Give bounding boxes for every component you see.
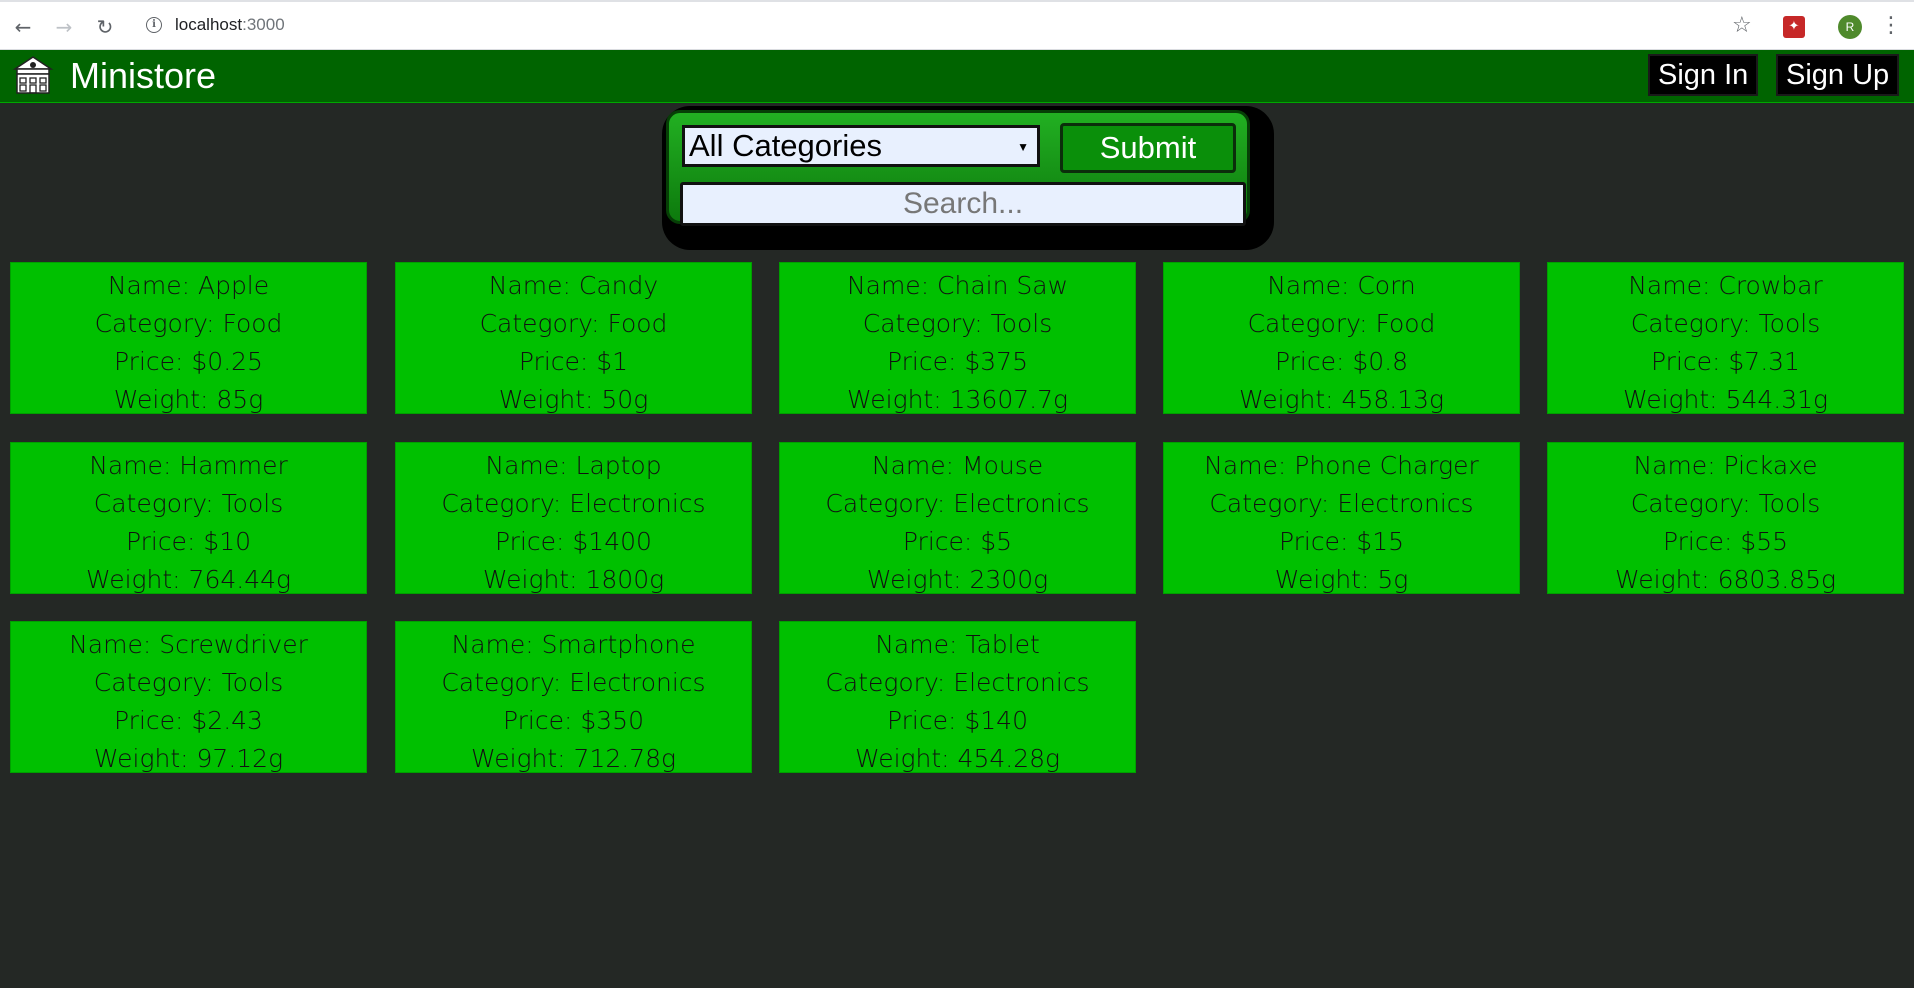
product-weight: Weight: 97.12g: [93, 744, 284, 773]
product-card[interactable]: Name: Tablet Category: Electronics Price…: [779, 621, 1136, 773]
product-price: Price: $2.43: [114, 706, 263, 735]
product-price: Price: $0.8: [1274, 347, 1409, 376]
product-card[interactable]: Name: Apple Category: Food Price: $0.25 …: [10, 262, 367, 414]
product-weight: Weight: 6803.85g: [1615, 565, 1836, 594]
product-price: Price: $0.25: [114, 347, 263, 376]
product-category: Category: Electronics: [441, 489, 706, 518]
product-card[interactable]: Name: Crowbar Category: Tools Price: $7.…: [1547, 262, 1904, 414]
product-name: Name: Phone Charger: [1204, 451, 1479, 480]
product-category: Category: Tools: [93, 489, 284, 518]
address-bar[interactable]: localhost:3000: [175, 15, 285, 35]
product-name: Name: Apple: [107, 271, 270, 300]
product-price: Price: $55: [1662, 527, 1789, 556]
product-weight: Weight: 85g: [113, 385, 264, 414]
product-weight: Weight: 2300g: [866, 565, 1049, 594]
product-category: Category: Electronics: [1209, 489, 1474, 518]
product-name: Name: Chain Saw: [846, 271, 1069, 300]
product-weight: Weight: 454.28g: [854, 744, 1061, 773]
filter-form: All Categories ▼ Submit: [666, 110, 1250, 226]
product-card[interactable]: Name: Candy Category: Food Price: $1 Wei…: [395, 262, 752, 414]
product-category: Category: Tools: [862, 309, 1053, 338]
product-card[interactable]: Name: Hammer Category: Tools Price: $10 …: [10, 442, 367, 594]
sign-in-button[interactable]: Sign In: [1648, 54, 1759, 96]
bookmark-star-icon[interactable]: ☆: [1732, 13, 1752, 38]
product-weight: Weight: 13607.7g: [847, 385, 1068, 414]
product-weight: Weight: 544.31g: [1622, 385, 1829, 414]
product-category: Category: Tools: [93, 668, 284, 697]
app-header: Ministore Sign In Sign Up: [0, 50, 1914, 103]
product-card[interactable]: Name: Corn Category: Food Price: $0.8 We…: [1163, 262, 1520, 414]
forward-arrow-icon[interactable]: →: [55, 15, 73, 39]
product-name: Name: Crowbar: [1628, 271, 1823, 300]
app-title[interactable]: Ministore: [70, 55, 217, 96]
product-category: Category: Electronics: [441, 668, 706, 697]
product-price: Price: $15: [1278, 527, 1405, 556]
product-price: Price: $140: [887, 706, 1028, 735]
product-name: Name: Corn: [1267, 271, 1416, 300]
product-card[interactable]: Name: Pickaxe Category: Tools Price: $55…: [1547, 442, 1904, 594]
search-input[interactable]: [680, 182, 1246, 226]
product-price: Price: $1400: [495, 527, 652, 556]
product-category: Category: Food: [1247, 309, 1436, 338]
back-arrow-icon[interactable]: ←: [14, 15, 32, 39]
product-name: Name: Pickaxe: [1633, 451, 1818, 480]
product-name: Name: Hammer: [89, 451, 288, 480]
product-card[interactable]: Name: Screwdriver Category: Tools Price:…: [10, 621, 367, 773]
product-name: Name: Tablet: [875, 630, 1040, 659]
product-weight: Weight: 712.78g: [470, 744, 677, 773]
product-category: Category: Electronics: [825, 489, 1090, 518]
product-category: Category: Tools: [1630, 309, 1821, 338]
product-price: Price: $350: [503, 706, 644, 735]
store-logo-icon[interactable]: [12, 54, 54, 96]
product-category: Category: Electronics: [825, 668, 1090, 697]
product-category: Category: Tools: [1630, 489, 1821, 518]
product-card[interactable]: Name: Laptop Category: Electronics Price…: [395, 442, 752, 594]
product-name: Name: Candy: [488, 271, 659, 300]
reload-icon[interactable]: ↻: [96, 15, 114, 39]
product-weight: Weight: 5g: [1274, 565, 1409, 594]
category-select[interactable]: All Categories ▼: [682, 125, 1040, 167]
product-category: Category: Food: [479, 309, 668, 338]
product-name: Name: Mouse: [871, 451, 1044, 480]
product-price: Price: $5: [902, 527, 1013, 556]
sign-up-button[interactable]: Sign Up: [1776, 54, 1900, 96]
product-weight: Weight: 50g: [498, 385, 649, 414]
browser-toolbar: ← → ↻ i localhost:3000 ☆ ✦ R ⋮: [0, 0, 1914, 50]
product-weight: Weight: 458.13g: [1238, 385, 1445, 414]
product-card[interactable]: Name: Smartphone Category: Electronics P…: [395, 621, 752, 773]
product-price: Price: $375: [887, 347, 1028, 376]
product-price: Price: $7.31: [1651, 347, 1800, 376]
category-select-value: All Categories: [689, 128, 882, 163]
site-info-icon[interactable]: i: [146, 17, 162, 33]
filter-panel: All Categories ▼ Submit: [662, 106, 1274, 250]
browser-menu-icon[interactable]: ⋮: [1880, 13, 1902, 38]
product-price: Price: $1: [518, 347, 629, 376]
product-weight: Weight: 1800g: [482, 565, 665, 594]
profile-avatar[interactable]: R: [1838, 15, 1862, 39]
product-name: Name: Screwdriver: [69, 630, 308, 659]
dropdown-arrow-icon: ▼: [1017, 140, 1029, 154]
product-name: Name: Laptop: [485, 451, 662, 480]
url-host: localhost: [175, 15, 243, 34]
url-port: :3000: [242, 15, 285, 34]
product-price: Price: $10: [125, 527, 252, 556]
product-card[interactable]: Name: Mouse Category: Electronics Price:…: [779, 442, 1136, 594]
product-category: Category: Food: [94, 309, 283, 338]
product-card[interactable]: Name: Chain Saw Category: Tools Price: $…: [779, 262, 1136, 414]
product-card[interactable]: Name: Phone Charger Category: Electronic…: [1163, 442, 1520, 594]
product-weight: Weight: 764.44g: [85, 565, 292, 594]
submit-button[interactable]: Submit: [1060, 123, 1236, 173]
extension-icon[interactable]: ✦: [1783, 16, 1805, 38]
product-name: Name: Smartphone: [451, 630, 696, 659]
